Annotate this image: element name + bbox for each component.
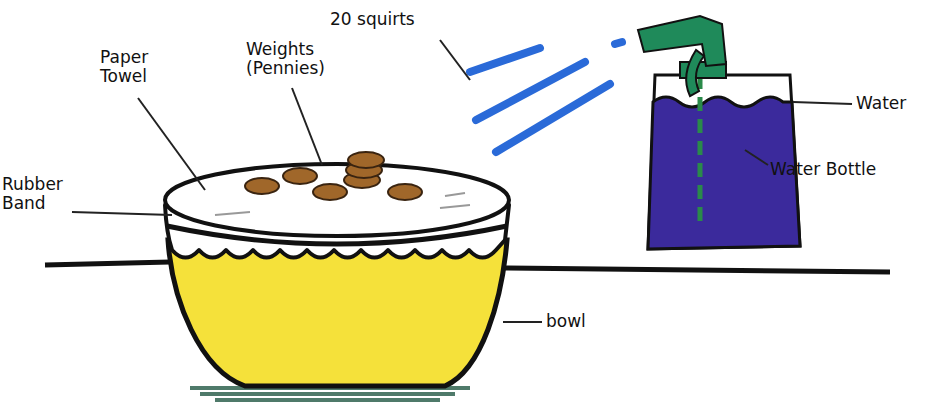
bottle-tube bbox=[698, 75, 703, 225]
pennies bbox=[245, 152, 422, 200]
part-label: Paper Towel bbox=[100, 48, 172, 85]
part-label: Weights (Pennies) bbox=[246, 40, 338, 77]
shadow-stroke bbox=[200, 392, 455, 396]
leader-line bbox=[138, 98, 205, 190]
penny bbox=[348, 152, 384, 168]
table-edge bbox=[45, 262, 170, 265]
part-label: bowl bbox=[546, 312, 606, 331]
water-spray bbox=[470, 42, 622, 152]
paper-towel-top bbox=[165, 164, 509, 236]
spray-head bbox=[638, 16, 726, 66]
penny bbox=[388, 184, 422, 200]
penny bbox=[283, 168, 317, 184]
penny bbox=[245, 178, 279, 194]
leader-line bbox=[292, 88, 322, 165]
leader-line bbox=[745, 150, 768, 165]
penny bbox=[313, 184, 347, 200]
leader-line bbox=[793, 102, 852, 104]
leader-lines bbox=[72, 40, 852, 322]
spray-stroke bbox=[470, 48, 540, 72]
part-label: Rubber Band bbox=[2, 175, 74, 212]
bowl-body bbox=[168, 240, 507, 386]
shadow-stroke bbox=[215, 398, 440, 402]
part-label: Water Bottle bbox=[770, 160, 910, 179]
bowl-shadow bbox=[190, 388, 470, 400]
part-label: 20 squirts bbox=[330, 10, 450, 29]
leader-line bbox=[72, 212, 172, 215]
spray-stroke bbox=[496, 84, 610, 152]
table-edge bbox=[505, 268, 890, 272]
leader-line bbox=[440, 40, 470, 80]
part-label: Water bbox=[856, 94, 928, 113]
leader-line bbox=[503, 321, 542, 323]
spray-stroke bbox=[615, 42, 622, 44]
spray-trigger bbox=[686, 50, 704, 96]
